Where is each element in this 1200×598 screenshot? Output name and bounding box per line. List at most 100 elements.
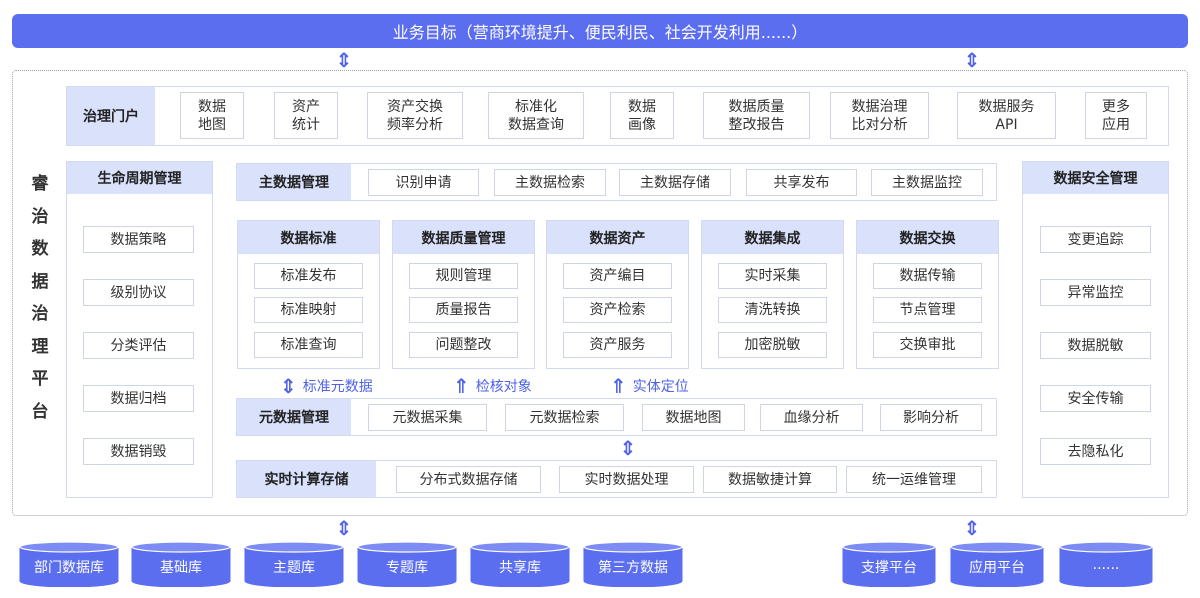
database-label: 部门数据库 [34, 560, 104, 576]
database-cylinder[interactable]: 支撑平台 [842, 541, 936, 587]
master-data-title: 主数据管理 [237, 164, 351, 200]
database-label: 第三方数据 [598, 560, 668, 576]
module-title: 数据质量管理 [393, 221, 534, 254]
database-label: 支撑平台 [861, 560, 917, 576]
portal-item[interactable]: 资产统计 [274, 92, 338, 139]
platform-title-char: 治 [31, 206, 49, 227]
metadata-item[interactable]: 元数据采集 [368, 404, 487, 431]
platform-title-char: 台 [31, 401, 49, 422]
security-item[interactable]: 安全传输 [1040, 385, 1151, 412]
module-item[interactable]: 问题整改 [409, 332, 518, 358]
module-item[interactable]: 标准发布 [254, 263, 363, 289]
master_data-item[interactable]: 主数据检索 [494, 169, 606, 196]
portal-item-label: 地图 [198, 116, 226, 133]
module-item[interactable]: 标准查询 [254, 332, 363, 358]
portal-item-label: 数据治理 [851, 98, 908, 115]
portal-item-label: 数据服务 [978, 98, 1035, 115]
module-item[interactable]: 交换审批 [873, 332, 982, 358]
master-data-panel [236, 163, 997, 201]
portal-item-label: 数据查询 [508, 116, 564, 133]
module-item[interactable]: 清洗转换 [718, 297, 827, 323]
database-cylinder[interactable]: 主题库 [244, 541, 344, 587]
platform-title-char: 睿 [31, 174, 49, 194]
module-item[interactable]: 加密脱敏 [718, 332, 827, 358]
arrow-label: ⇑实体定位 [610, 374, 689, 398]
portal-item-label: 数据 [198, 98, 226, 115]
up-down-arrow-icon: ⇕ [335, 516, 353, 540]
database-cylinder[interactable]: 部门数据库 [19, 541, 119, 587]
portal-item[interactable]: 资产交换频率分析 [367, 92, 463, 139]
module-title: 数据集成 [702, 221, 843, 254]
lifecycle-item[interactable]: 数据归档 [83, 385, 194, 412]
portal-item[interactable]: 标准化数据查询 [488, 92, 584, 139]
master_data-item[interactable]: 识别申请 [368, 169, 479, 196]
metadata-item[interactable]: 数据地图 [642, 404, 745, 431]
lifecycle-item[interactable]: 数据销毁 [83, 438, 194, 465]
database-cylinder[interactable]: 第三方数据 [583, 541, 683, 587]
master_data-item[interactable]: 主数据存储 [619, 169, 731, 196]
module-item[interactable]: 规则管理 [409, 263, 518, 289]
module-item[interactable]: 质量报告 [409, 297, 518, 323]
up-down-arrow-icon: ⇕ [619, 436, 637, 460]
master_data-item[interactable]: 共享发布 [746, 169, 857, 196]
database-cylinder[interactable]: ...... [1059, 541, 1153, 587]
database-cylinder[interactable]: 应用平台 [950, 541, 1044, 587]
metadata-item[interactable]: 血缘分析 [760, 404, 863, 431]
module-item[interactable]: 资产检索 [563, 297, 672, 323]
portal-item-label: 频率分析 [387, 116, 443, 133]
database-cylinder[interactable]: 共享库 [470, 541, 570, 587]
lifecycle-item[interactable]: 分类评估 [83, 332, 194, 359]
platform-title-char: 治 [31, 304, 49, 324]
lifecycle-item[interactable]: 级别协议 [83, 279, 194, 306]
database-cylinder[interactable]: 基础库 [131, 541, 231, 587]
module-title: 数据资产 [547, 221, 688, 254]
platform-title-char: 平 [31, 369, 49, 389]
portal-item-label: 比对分析 [851, 116, 908, 133]
compute-item[interactable]: 数据敏捷计算 [703, 466, 837, 493]
security-item[interactable]: 去隐私化 [1040, 438, 1151, 465]
platform-container [12, 70, 1188, 516]
portal-item-label: 资产 [292, 98, 320, 115]
metadata-item[interactable]: 影响分析 [880, 404, 982, 431]
portal-item[interactable]: 更多应用 [1085, 92, 1147, 139]
module-item[interactable]: 节点管理 [873, 297, 982, 323]
portal-item-label: API [995, 116, 1018, 133]
arrow-label-text: 检核对象 [475, 379, 532, 395]
up-down-arrow-icon: ⇕ [963, 516, 981, 540]
security-item[interactable]: 数据脱敏 [1040, 332, 1151, 359]
module-item[interactable]: 实时采集 [718, 263, 827, 289]
metadata-item[interactable]: 元数据检索 [505, 404, 624, 431]
database-label: 专题库 [386, 560, 428, 576]
security-item[interactable]: 变更追踪 [1040, 226, 1151, 253]
portal-item[interactable]: 数据地图 [180, 92, 244, 139]
portal-item-label: 应用 [1102, 116, 1130, 133]
module-item[interactable]: 资产服务 [563, 332, 672, 358]
platform-title-char: 理 [31, 336, 49, 357]
portal-item-label: 更多 [1102, 98, 1130, 115]
lifecycle-item[interactable]: 数据策略 [83, 226, 194, 253]
portal-item[interactable]: 数据质量整改报告 [703, 92, 810, 139]
lifecycle-title: 生命周期管理 [67, 162, 212, 194]
compute-item[interactable]: 统一运维管理 [846, 466, 982, 493]
compute-item[interactable]: 实时数据处理 [559, 466, 694, 493]
security-item[interactable]: 异常监控 [1040, 279, 1151, 306]
portal-item-label: 数据质量 [728, 98, 785, 115]
compute-item[interactable]: 分布式数据存储 [396, 466, 541, 493]
master_data-item[interactable]: 主数据监控 [871, 169, 983, 196]
compute-title: 实时计算存储 [237, 461, 376, 497]
database-cylinder[interactable]: 专题库 [357, 541, 457, 587]
module-item[interactable]: 标准映射 [254, 297, 363, 323]
portal-item-label: 数据 [628, 98, 656, 115]
portal-item-label: 标准化 [515, 98, 557, 115]
module-title: 数据交换 [857, 221, 998, 254]
module-item[interactable]: 数据传输 [873, 263, 982, 289]
portal-item[interactable]: 数据画像 [610, 92, 674, 139]
platform-title-char: 数 [31, 239, 49, 259]
module-item[interactable]: 资产编目 [563, 263, 672, 289]
up-down-arrow-icon: ⇕ [335, 48, 353, 72]
portal-item[interactable]: 数据治理比对分析 [830, 92, 929, 139]
up-down-arrow-icon: ⇕ [963, 48, 981, 72]
business-goal-bar: 业务目标（营商环境提升、便民利民、社会开发利用......） [12, 14, 1188, 48]
arrow-icon: ⇑ [453, 374, 470, 398]
